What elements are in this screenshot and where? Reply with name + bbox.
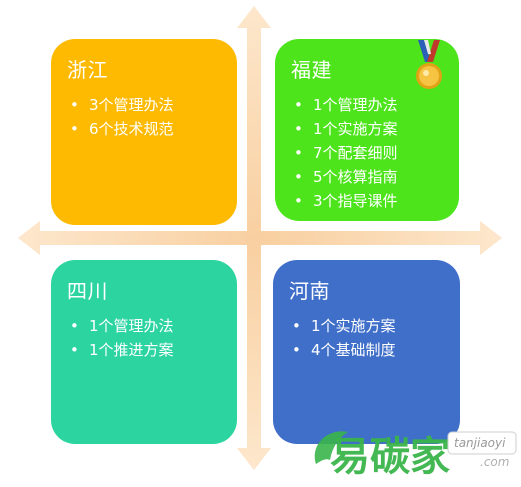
bullet-icon: • bbox=[292, 317, 301, 335]
list-item: • 1个实施方案 bbox=[291, 117, 445, 141]
bullet-icon: • bbox=[294, 192, 303, 210]
card-title: 四川 bbox=[67, 279, 108, 303]
item-text: 3个指导课件 bbox=[313, 192, 398, 210]
item-text: 1个实施方案 bbox=[311, 317, 396, 335]
list-item: • 3个管理办法 bbox=[67, 93, 223, 117]
bullet-icon: • bbox=[294, 144, 303, 162]
card-title: 浙江 bbox=[67, 58, 108, 82]
bullet-icon: • bbox=[294, 120, 303, 138]
vertical-arrow bbox=[237, 6, 271, 470]
card-henan: 河南 • 1个实施方案 • 4个基础制度 bbox=[273, 260, 460, 444]
bullet-icon: • bbox=[294, 96, 303, 114]
item-text: 1个管理办法 bbox=[313, 96, 398, 114]
item-list: • 1个实施方案 • 4个基础制度 bbox=[287, 314, 446, 362]
item-text: 3个管理办法 bbox=[89, 96, 174, 114]
logo-text: 易碳家 bbox=[330, 434, 450, 480]
card-sichuan: 四川 • 1个管理办法 • 1个推进方案 bbox=[51, 260, 237, 444]
list-item: • 1个管理办法 bbox=[291, 93, 445, 117]
watermark-logo: 易碳家 tanjiaoyi .com bbox=[314, 431, 517, 480]
item-text: 5个核算指南 bbox=[313, 168, 398, 186]
domain-suffix: .com bbox=[480, 455, 509, 469]
bullet-icon: • bbox=[292, 341, 301, 359]
list-item: • 6个技术规范 bbox=[67, 117, 223, 141]
item-text: 1个实施方案 bbox=[313, 120, 398, 138]
list-item: • 1个管理办法 bbox=[67, 314, 223, 338]
item-list: • 1个管理办法 • 1个推进方案 bbox=[65, 314, 223, 362]
item-text: 7个配套细则 bbox=[313, 144, 398, 162]
list-item: • 3个指导课件 bbox=[291, 189, 445, 213]
bullet-icon: • bbox=[70, 120, 79, 138]
domain-main: tanjiaoyi bbox=[454, 436, 506, 450]
list-item: • 1个实施方案 bbox=[289, 314, 446, 338]
bullet-icon: • bbox=[70, 96, 79, 114]
leaf-icon bbox=[314, 431, 348, 464]
item-text: 4个基础制度 bbox=[311, 341, 396, 359]
item-text: 1个推进方案 bbox=[89, 341, 174, 359]
card-fujian: 福建 • 1个管理办法 • 1个实施方案 • 7个配套细则 • 5个核算指南 • 3个指导课件 bbox=[275, 39, 459, 221]
card-title: 河南 bbox=[289, 279, 330, 303]
item-list: • 1个管理办法 • 1个实施方案 • 7个配套细则 • 5个核算指南 • 3个指导课件 bbox=[289, 93, 445, 213]
bullet-icon: • bbox=[70, 317, 79, 335]
list-item: • 4个基础制度 bbox=[289, 338, 446, 362]
bullet-icon: • bbox=[70, 341, 79, 359]
card-zhejiang: 浙江 • 3个管理办法 • 6个技术规范 bbox=[51, 39, 237, 225]
item-text: 6个技术规范 bbox=[89, 120, 174, 138]
bullet-icon: • bbox=[294, 168, 303, 186]
list-item: • 5个核算指南 bbox=[291, 165, 445, 189]
gold-medal-icon bbox=[416, 40, 442, 89]
item-list: • 3个管理办法 • 6个技术规范 bbox=[65, 93, 223, 141]
item-text: 1个管理办法 bbox=[89, 317, 174, 335]
list-item: • 7个配套细则 bbox=[291, 141, 445, 165]
list-item: • 1个推进方案 bbox=[67, 338, 223, 362]
card-title: 福建 bbox=[291, 58, 332, 82]
